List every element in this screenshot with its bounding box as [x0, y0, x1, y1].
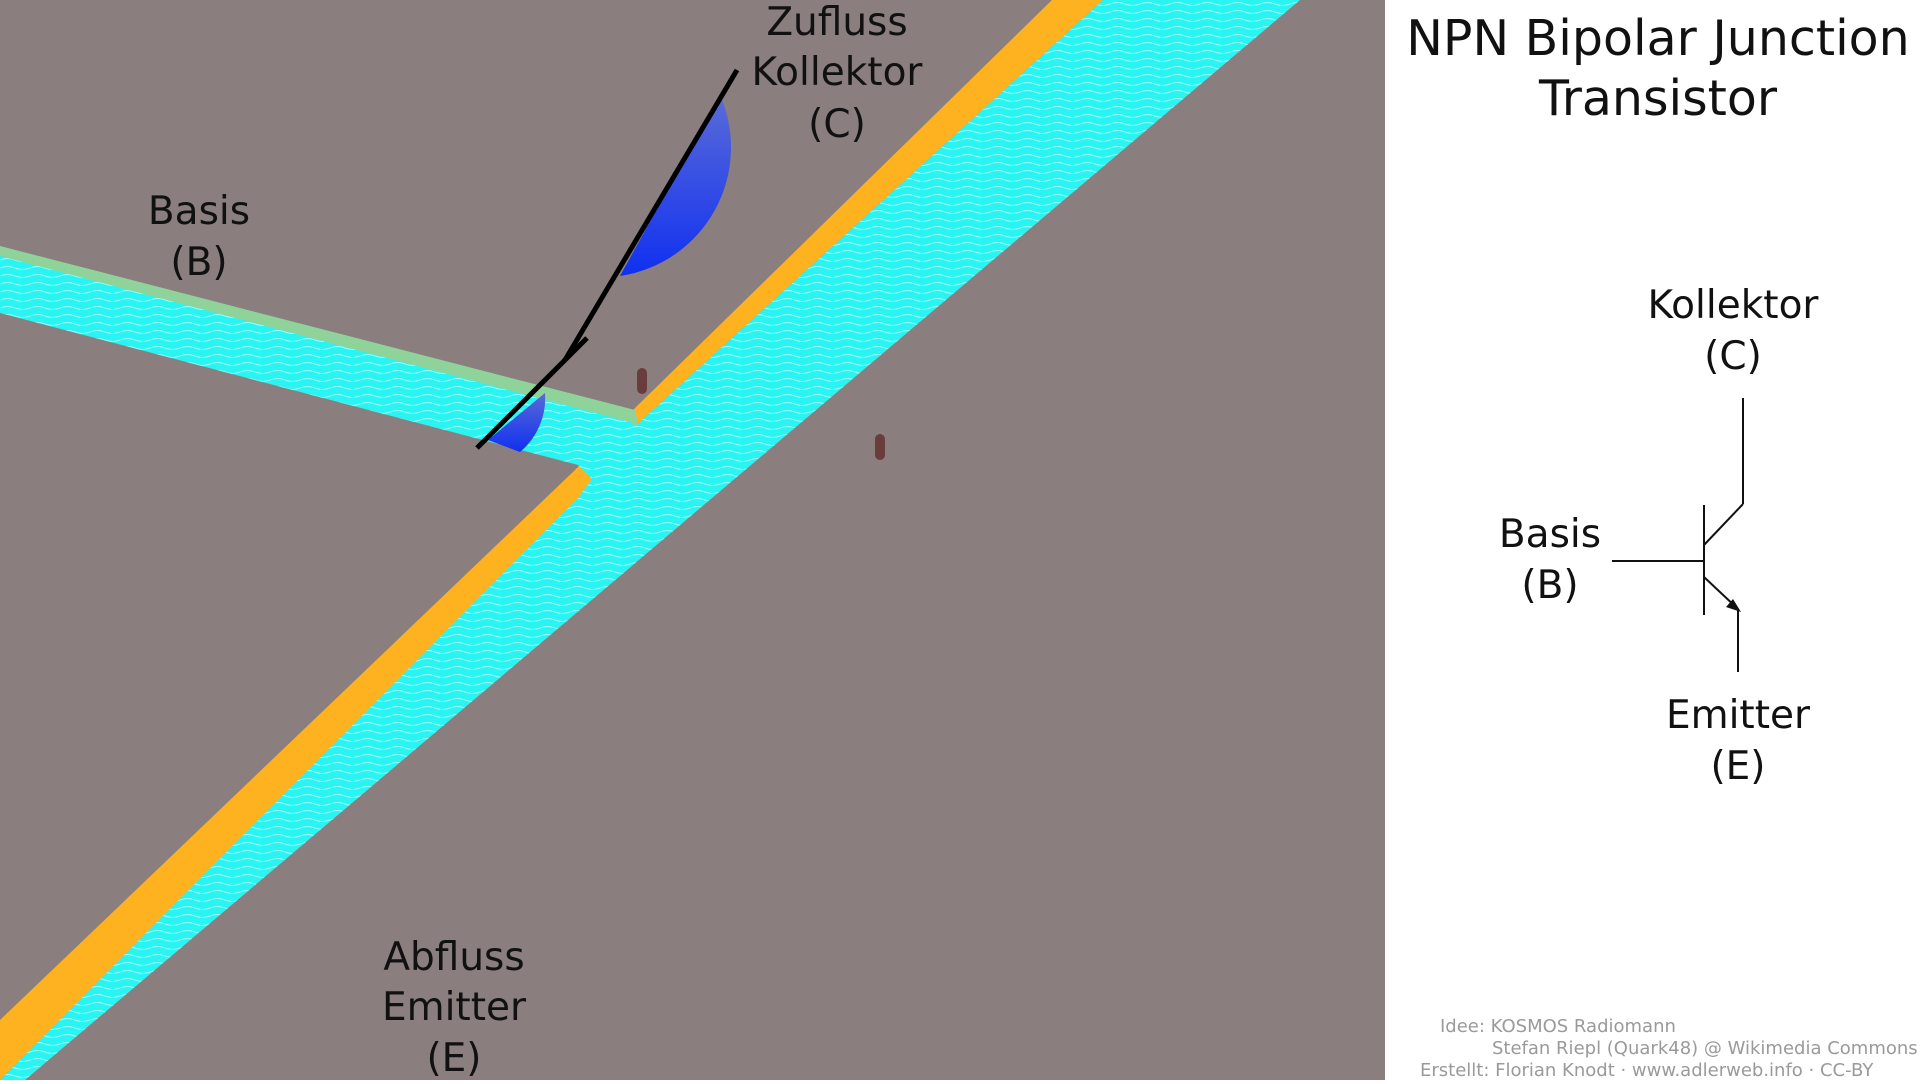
- main-channel-waves: [0, 0, 1300, 1080]
- emitter-label-line1: Abfluss: [383, 935, 524, 980]
- credit-line1: Idee: KOSMOS Radiomann: [1440, 1016, 1676, 1037]
- credit-line3: Erstellt: Florian Knodt · www.adlerweb.i…: [1420, 1060, 1874, 1080]
- base-flap: [488, 393, 546, 452]
- symbol-base-line2: (B): [1521, 563, 1578, 608]
- credit-line2: Stefan Riepl (Quark48) @ Wikimedia Commo…: [1492, 1038, 1918, 1059]
- collector-label-line2: Kollektor: [752, 50, 924, 95]
- lever-arm: [562, 68, 740, 362]
- lever-hinge: [475, 336, 589, 450]
- symbol-emitter-line2: (E): [1710, 744, 1765, 789]
- post-marker: [637, 368, 647, 394]
- npn-transistor-symbol: [1612, 398, 1744, 672]
- symbol-collector-line2: (C): [1704, 334, 1762, 379]
- symbol-base-line1: Basis: [1499, 512, 1601, 557]
- base-label-line2: (B): [170, 240, 227, 285]
- symbol-collector-line1: Kollektor: [1648, 283, 1820, 328]
- base-label-line1: Basis: [148, 189, 250, 234]
- emitter-arrow-icon: [1726, 599, 1741, 612]
- symbol-emitter-line1: Emitter: [1666, 693, 1811, 738]
- post-marker: [875, 434, 885, 460]
- page-title-line1: NPN Bipolar Junction: [1406, 10, 1909, 67]
- emitter-label-line2: Emitter: [382, 985, 527, 1030]
- collector-flap: [620, 95, 732, 276]
- page-title-line2: Transistor: [1538, 70, 1778, 127]
- collector-label-line3: (C): [808, 102, 866, 147]
- emitter-label-line3: (E): [426, 1036, 481, 1080]
- collector-label-line1: Zufluss: [766, 0, 907, 45]
